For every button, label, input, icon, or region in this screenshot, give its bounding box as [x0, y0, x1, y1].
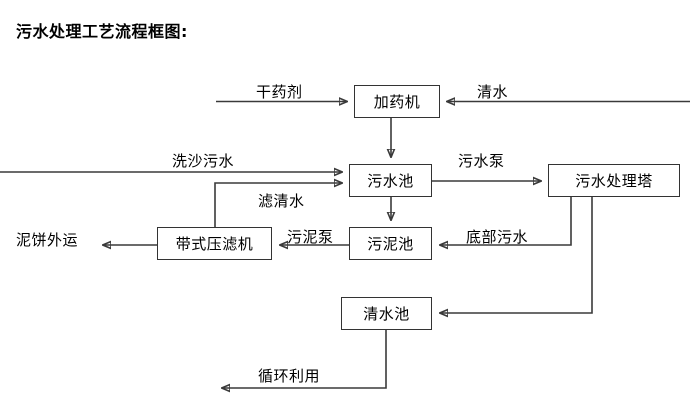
node-label-sludge-pool: 污泥池	[367, 235, 414, 253]
terminal-sand-wash-sewage: 洗沙污水	[172, 152, 235, 170]
node-sludge-pool[interactable]: 污泥池	[349, 227, 432, 260]
node-label-sewage-pool: 污水池	[367, 172, 414, 190]
node-dosing-machine[interactable]: 加药机	[354, 85, 440, 118]
node-belt-filter-press[interactable]: 带式压滤机	[157, 227, 272, 260]
edge-label-filtered-clear-water: 滤清水	[258, 192, 305, 210]
node-label-clean-water-pool: 清水池	[363, 305, 410, 323]
edge-label-recycle-reuse: 循环利用	[258, 367, 321, 385]
node-label-dosing-machine: 加药机	[373, 93, 421, 111]
node-label-belt-filter-press: 带式压滤机	[175, 235, 254, 253]
page-title: 污水处理工艺流程框图:	[16, 22, 188, 41]
node-treatment-tower[interactable]: 污水处理塔	[548, 164, 680, 197]
terminal-mud-cake-out: 泥饼外运	[16, 231, 79, 249]
node-label-treatment-tower: 污水处理塔	[575, 172, 653, 190]
edge-label-sludge-pump: 污泥泵	[287, 228, 334, 246]
node-clean-water-pool[interactable]: 清水池	[341, 297, 432, 330]
node-sewage-pool[interactable]: 污水池	[349, 164, 432, 197]
terminal-dry-chemical: 干药剂	[256, 83, 303, 101]
edge-label-sewage-pump: 污水泵	[458, 152, 505, 170]
terminal-clear-water-inlet: 清水	[477, 83, 509, 101]
edge-tower-to-clean-water-pool	[440, 197, 593, 313]
edge-label-bottom-sewage: 底部污水	[466, 228, 529, 246]
